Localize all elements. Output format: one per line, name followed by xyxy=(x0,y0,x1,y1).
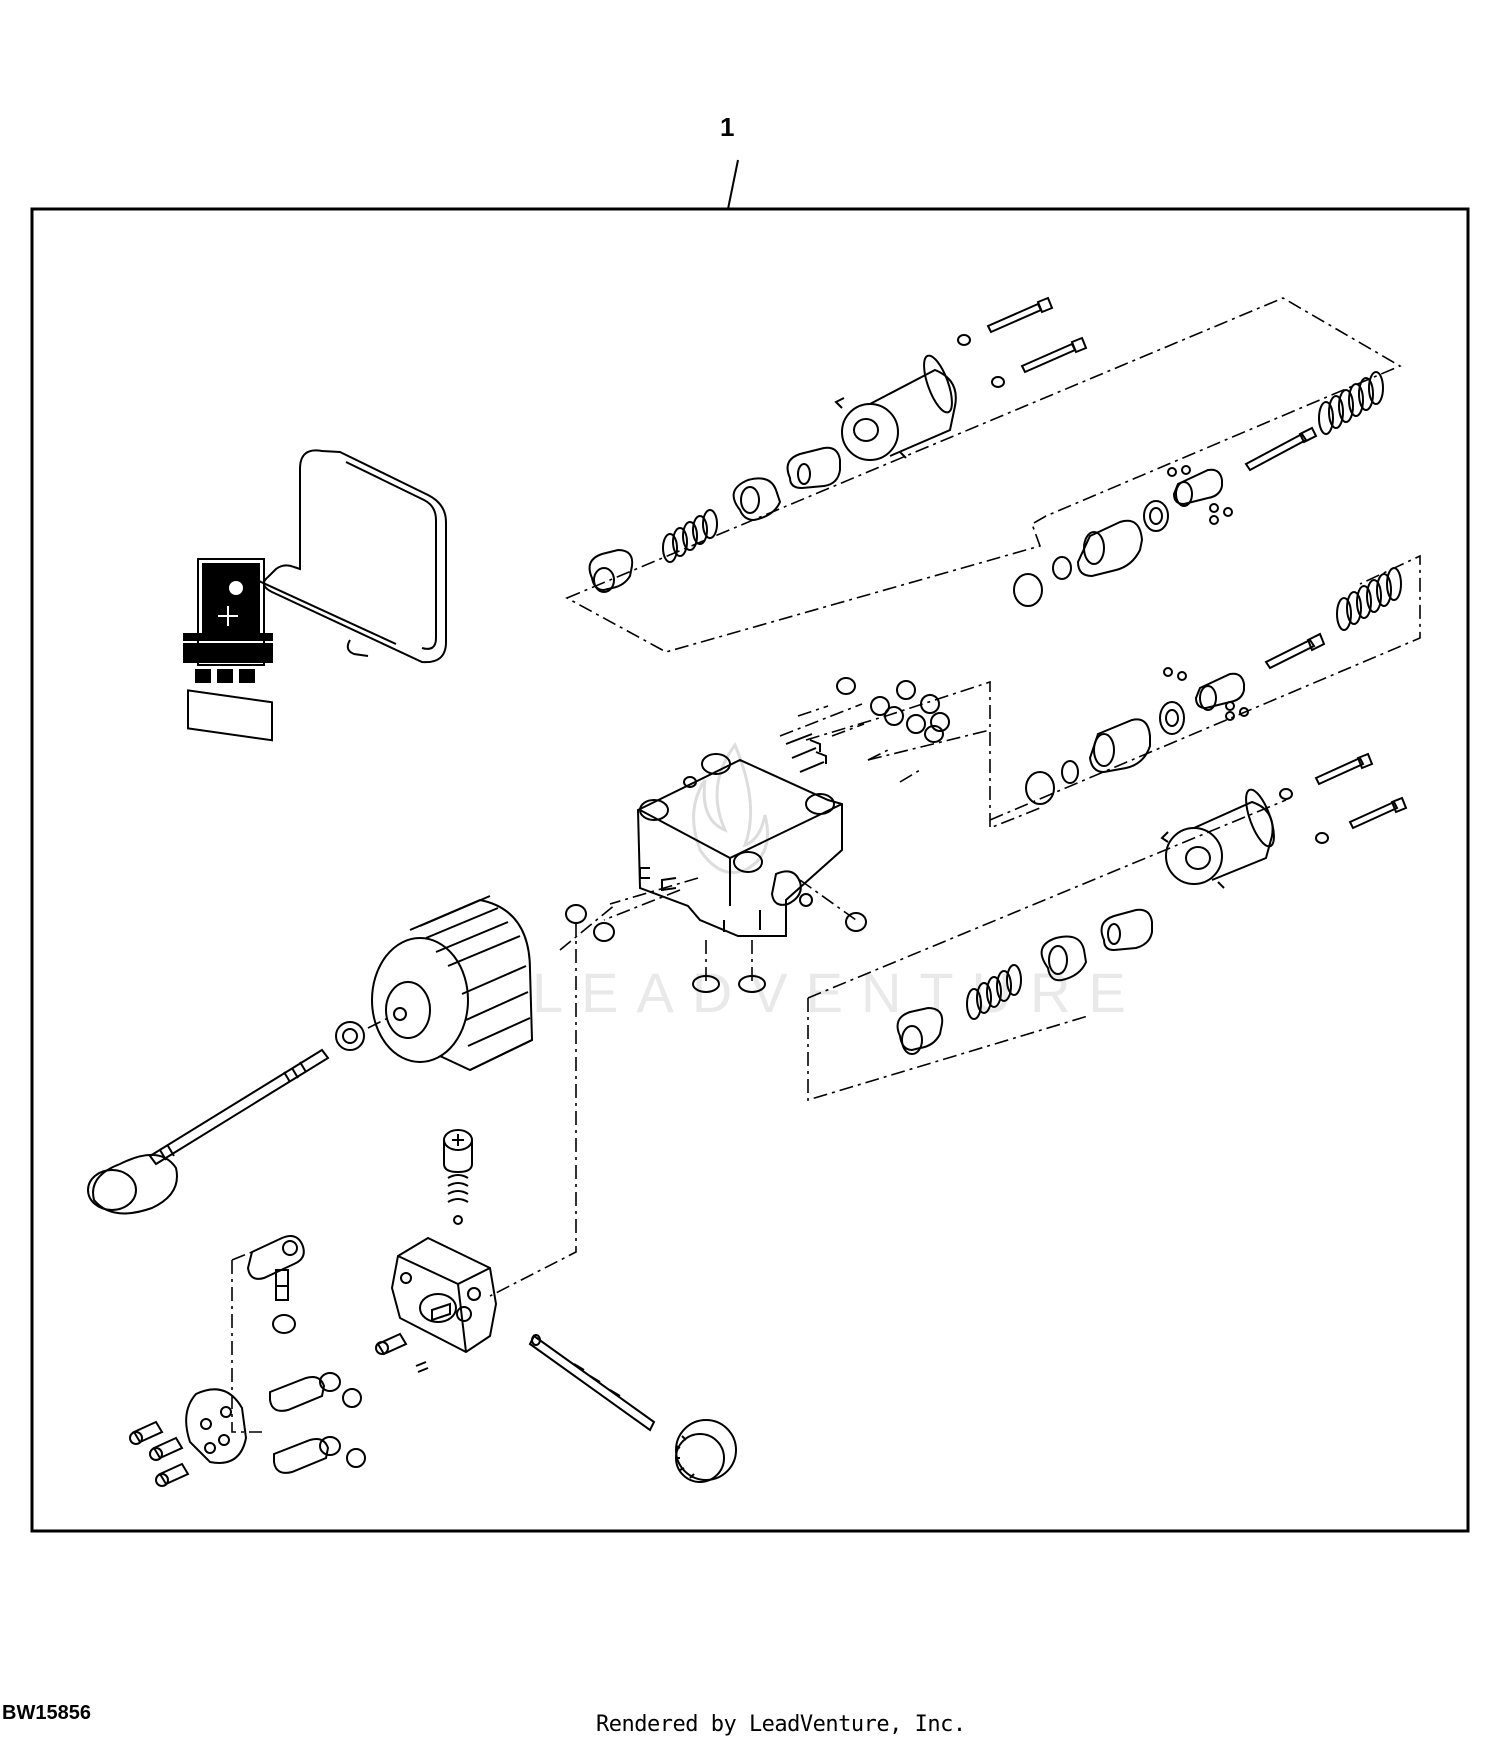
lower-left-spring xyxy=(967,965,1021,1019)
cap-screws xyxy=(130,1334,428,1486)
warning-decal-icon xyxy=(184,559,272,740)
render-credit: Rendered by LeadVenture, Inc. xyxy=(596,1712,966,1737)
lower-spool-parts xyxy=(898,910,1152,1054)
upper-solenoid xyxy=(836,352,958,460)
linkage-boundary xyxy=(232,1252,262,1432)
jam-nut xyxy=(336,1022,364,1050)
ball-joint-linkage xyxy=(232,1236,365,1473)
detent-shaft xyxy=(530,1335,654,1430)
watermark: LEADVENTURE xyxy=(532,961,1144,1024)
middle-right-spring xyxy=(1337,568,1401,630)
upper-right-spool xyxy=(1014,372,1383,606)
upper-bolts xyxy=(958,298,1086,387)
detent-screw xyxy=(444,1130,472,1224)
upper-port-o-rings xyxy=(566,678,949,992)
lower-bolts xyxy=(1280,754,1406,843)
upper-left-spring xyxy=(663,510,717,562)
middle-section-boundary xyxy=(990,556,1420,820)
handle-rod-leader xyxy=(368,904,616,1028)
bellows-housing xyxy=(372,896,532,1070)
base-link-boundary xyxy=(490,922,576,1296)
lower-solenoid xyxy=(1162,786,1280,888)
upper-right-spring xyxy=(1319,372,1383,434)
middle-spool-parts xyxy=(1026,568,1401,804)
callout-leader xyxy=(728,160,738,209)
figure-frame xyxy=(32,209,1468,1531)
control-rod xyxy=(88,1050,328,1213)
upper-spool-parts xyxy=(590,448,840,592)
adjusting-knob xyxy=(676,1420,736,1482)
upper-section-boundary xyxy=(567,298,1400,652)
lower-section-boundary xyxy=(808,800,1286,1100)
lever-hub xyxy=(186,1389,246,1463)
base-plate xyxy=(392,1238,496,1352)
mounting-bracket xyxy=(248,450,446,662)
figure-id: BW15856 xyxy=(2,1702,91,1724)
valve-body-link-boundary xyxy=(780,682,1040,828)
watermark-flame-icon xyxy=(694,745,768,873)
valve-body xyxy=(638,734,842,936)
valve-body-port-leaders xyxy=(604,706,920,984)
callout-number: 1 xyxy=(720,112,735,142)
